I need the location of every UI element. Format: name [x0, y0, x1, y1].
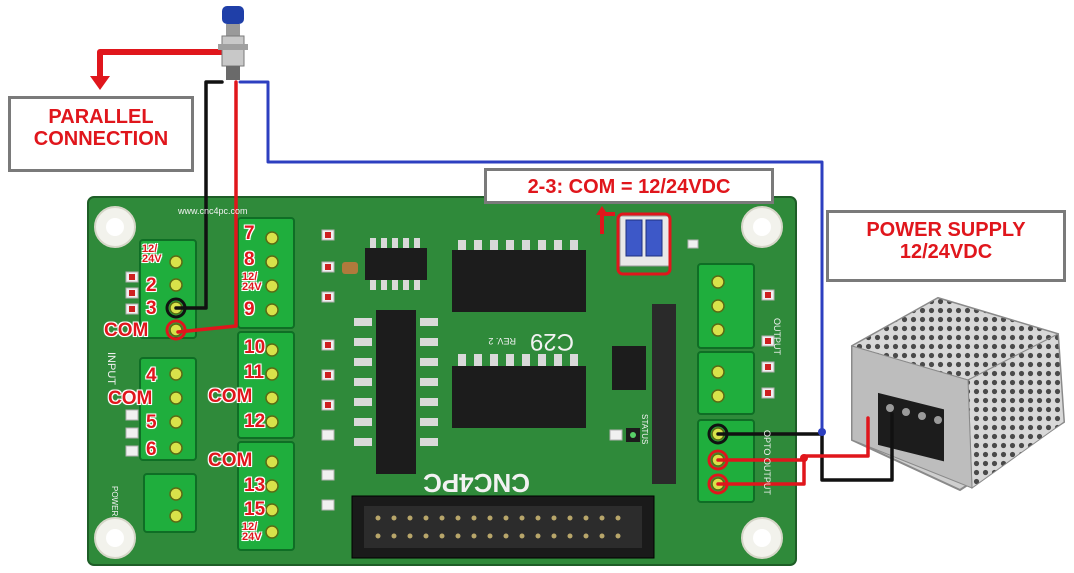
label-left-com-1: COM [104, 320, 149, 341]
label-pin-2: 2 [146, 275, 157, 296]
terminal-screws [169, 231, 725, 539]
label-pin-10: 10 [244, 337, 266, 358]
arrow-up-icon [596, 206, 608, 215]
silk-url: www.cnc4pc.com [177, 206, 248, 216]
silk-input: INPUT [105, 352, 117, 385]
silk-model: C29 [530, 328, 574, 355]
label-pin-5: 5 [146, 412, 157, 433]
label-pin-15: 15 [244, 499, 266, 520]
jumper-icon [616, 212, 672, 276]
ribbon-connector-icon [351, 495, 655, 559]
label-pin-12: 12 [244, 411, 266, 432]
label-pin-7: 7 [244, 223, 255, 244]
silk-rev: REV. 2 [488, 336, 516, 346]
ic-chips [342, 238, 676, 484]
label-right-com-2: COM [208, 450, 253, 471]
sensor-icon [218, 6, 248, 80]
label-left-com-2: COM [108, 388, 153, 409]
label-right-12-24v-2: 12/ 24V [242, 521, 262, 544]
silk-power: POWER [110, 486, 119, 516]
terminal-highlights [165, 297, 729, 495]
label-left-12-24v: 12/ 24V [142, 243, 162, 266]
power-supply-icon [850, 296, 1066, 492]
label-pin-3: 3 [146, 298, 157, 319]
silk-status: STATUS [640, 414, 649, 444]
label-right-com-1: COM [208, 386, 253, 407]
silk-output: OUTPUT [772, 318, 782, 356]
arrow-down-icon [90, 76, 110, 90]
silk-brand: CNC4PC [423, 468, 530, 498]
label-right-12-24v-1: 12/ 24V [242, 271, 262, 294]
label-pin-6: 6 [146, 439, 157, 460]
silk-opto-output: OPTO OUTPUT [762, 430, 772, 495]
label-pin-13: 13 [244, 475, 266, 496]
parallel-connection-callout: PARALLEL CONNECTION [8, 96, 194, 172]
label-pin-11: 11 [244, 362, 265, 383]
power-supply-callout: POWER SUPPLY 12/24VDC [826, 210, 1066, 282]
label-pin-8: 8 [244, 249, 255, 270]
wires [97, 49, 894, 486]
label-pin-4: 4 [146, 365, 157, 386]
silkscreen: www.cnc4pc.com INPUT POWER OUTPUT OPTO O… [105, 206, 782, 516]
label-pin-9: 9 [244, 299, 255, 320]
jumper-callout: 2-3: COM = 12/24VDC [484, 168, 774, 204]
